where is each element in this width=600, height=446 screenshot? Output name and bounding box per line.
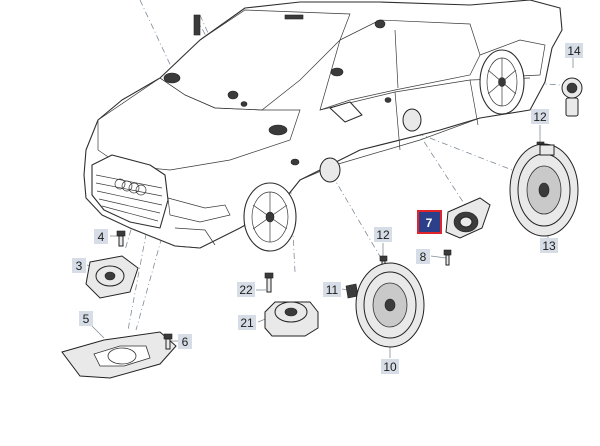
callout-12-front[interactable]: 12	[374, 227, 392, 242]
svg-text:7: 7	[426, 216, 433, 230]
callout-8[interactable]: 8	[416, 249, 430, 264]
svg-text:22: 22	[239, 283, 253, 297]
brand-rings-icon	[114, 178, 147, 196]
svg-text:21: 21	[240, 316, 254, 330]
callout-7-highlighted[interactable]: 7	[417, 210, 442, 234]
callout-5[interactable]: 5	[79, 311, 93, 326]
svg-text:8: 8	[420, 250, 427, 264]
callout-3[interactable]: 3	[72, 258, 86, 273]
callout-labels: 14 12 13 7 8 12 11 10	[72, 43, 583, 374]
part-13-rear-speaker	[509, 143, 579, 237]
callout-14[interactable]: 14	[565, 43, 583, 58]
part-4-screw	[116, 230, 126, 247]
svg-text:11: 11	[326, 283, 339, 297]
part-7-tweeter-bracket	[445, 197, 491, 239]
svg-text:12: 12	[376, 228, 390, 242]
part-14-tweeter	[561, 77, 583, 117]
svg-text:6: 6	[182, 335, 189, 349]
part-5-mounting-frame	[61, 331, 177, 379]
svg-text:5: 5	[83, 312, 90, 326]
part-22-screw	[264, 272, 274, 293]
svg-text:10: 10	[383, 360, 397, 374]
part-6-screw	[163, 333, 173, 350]
callout-12-rear[interactable]: 12	[531, 109, 549, 124]
installed-speaker-positions	[163, 14, 422, 183]
svg-text:12: 12	[533, 110, 547, 124]
car-illustration	[83, 0, 563, 252]
svg-text:3: 3	[76, 259, 83, 273]
callout-4[interactable]: 4	[94, 229, 108, 244]
part-3-speaker	[85, 255, 139, 299]
rear-wheel	[479, 49, 525, 115]
svg-text:4: 4	[98, 230, 105, 244]
callout-10[interactable]: 10	[381, 359, 399, 374]
part-21-center-speaker	[264, 301, 319, 337]
callout-21[interactable]: 21	[238, 315, 256, 330]
part-10-door-speaker	[355, 262, 425, 348]
part-8-screw	[443, 249, 452, 266]
part-11-clip	[345, 283, 359, 299]
callout-13[interactable]: 13	[540, 238, 558, 253]
callout-6[interactable]: 6	[178, 334, 192, 349]
svg-text:14: 14	[567, 44, 581, 58]
front-wheel	[243, 182, 297, 252]
svg-text:13: 13	[542, 239, 556, 253]
callout-22[interactable]: 22	[237, 282, 255, 297]
callout-11[interactable]: 11	[323, 282, 341, 297]
